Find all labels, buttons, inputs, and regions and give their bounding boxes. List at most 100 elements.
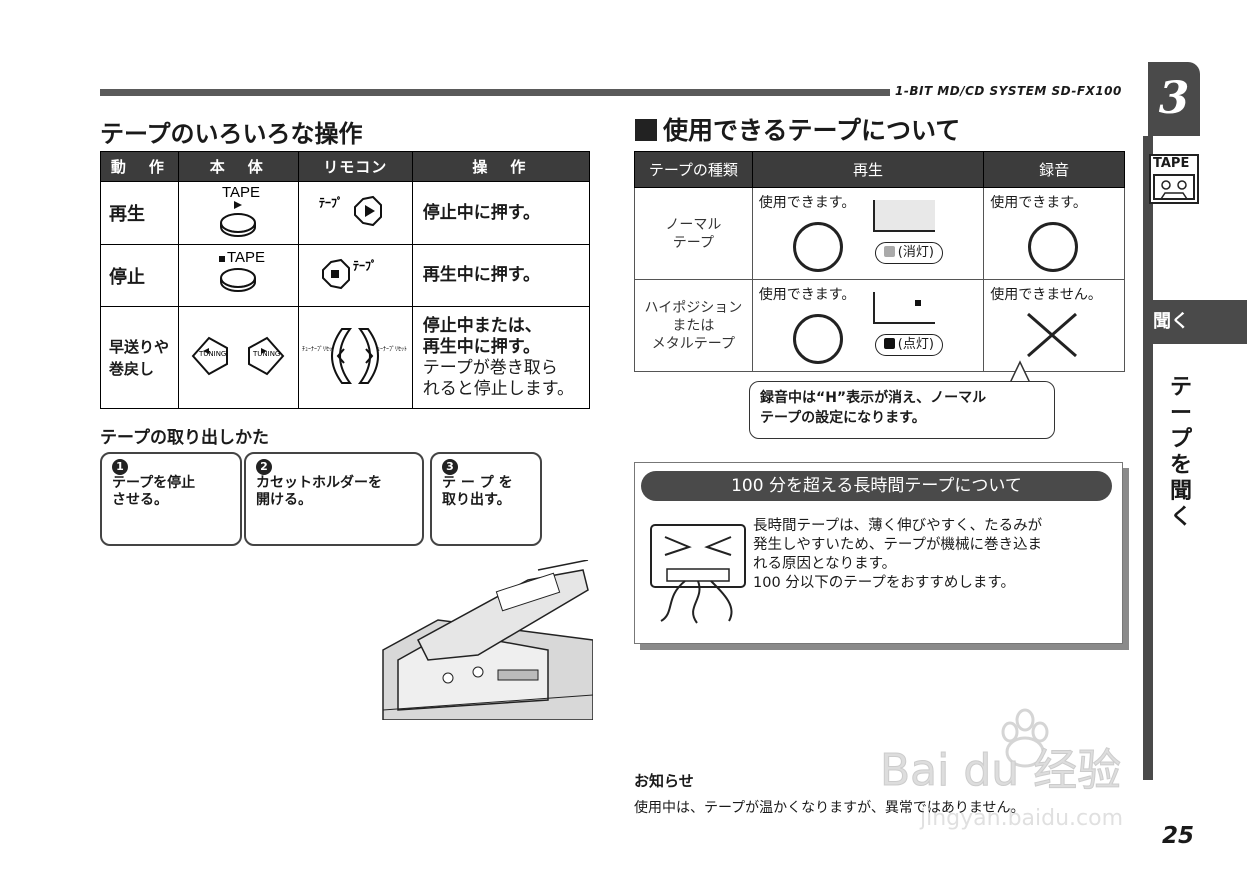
indicator-off-text: (消灯) bbox=[897, 245, 934, 260]
step-3-line-2: 取り出す。 bbox=[442, 492, 511, 508]
step-3: 3 テ ー プ を 取り出す。 bbox=[430, 452, 542, 546]
step-2-line-2: 開ける。 bbox=[256, 492, 312, 508]
normal-playback-text: 使用できます。 bbox=[758, 195, 856, 211]
tangled-cassette-icon bbox=[650, 524, 746, 624]
col-header-remote: リモコン bbox=[297, 151, 413, 182]
long-tape-line-4: 100 分以下のテープをおすすめします。 bbox=[753, 575, 1015, 591]
unit-stop-button: TAPE bbox=[177, 244, 299, 307]
long-tape-title: 100 分を超える長時間テープについて bbox=[641, 471, 1112, 501]
chapter-number: 3 bbox=[1148, 62, 1200, 136]
header-rule bbox=[100, 89, 890, 96]
preset-label-left: ﾁｭｰﾅｰﾌﾟﾘｾｯﾄ bbox=[302, 346, 335, 353]
cassette-icon bbox=[1153, 174, 1195, 200]
high-line-2: または bbox=[672, 317, 715, 334]
tape-stop-icon: TAPE bbox=[219, 249, 265, 292]
ffrew-label-2: 巻戻し bbox=[109, 359, 155, 378]
row-action-stop: 停止 bbox=[100, 244, 179, 307]
step-2: 2 カセットホルダーを 開ける。 bbox=[244, 452, 424, 546]
tape-types-table: テープの種類 再生 録音 ノーマル テープ 使用できます。 (消灯) 使用できま… bbox=[634, 151, 1125, 372]
long-tape-box: 100 分を超える長時間テープについて 長時間テープは、薄く伸びやすく、たるみが… bbox=[634, 462, 1123, 644]
title-square-icon bbox=[635, 119, 657, 141]
not-ok-cross-icon bbox=[1027, 312, 1078, 358]
remote-preset-buttons: ﾁｭｰﾅｰﾌﾟﾘｾｯﾄ ﾁｭｰﾅｰﾌﾟﾘｾｯﾄ bbox=[297, 306, 413, 409]
ok-circle-icon bbox=[792, 314, 843, 364]
high-line-3: メタルテープ bbox=[651, 335, 735, 352]
op-ffrew-3: テープが巻き取ら bbox=[422, 357, 558, 378]
high-playback-text: 使用できます。 bbox=[758, 287, 856, 303]
remote-play-label: ﾃｰﾌﾟ bbox=[319, 195, 343, 210]
tape-icon: TAPE bbox=[1149, 154, 1199, 206]
col-header-unit: 本 体 bbox=[177, 151, 299, 182]
vertical-char: ー bbox=[1169, 401, 1192, 426]
display-window bbox=[872, 292, 935, 324]
op-ffrew-4: れると停止します。 bbox=[422, 378, 575, 399]
sidebar-rule-bottom bbox=[1143, 344, 1153, 780]
notice-text: 使用中は、テープが温かくなりますが、異常ではありません。 bbox=[634, 800, 1025, 816]
tape-kind-normal: ノーマル テープ bbox=[634, 187, 753, 280]
section-tab-listen: 聞く bbox=[1143, 300, 1247, 344]
vertical-char: 聞 bbox=[1169, 479, 1192, 504]
long-tape-line-1: 長時間テープは、薄く伸びやすく、たるみが bbox=[753, 518, 1043, 534]
tape-play-icon: TAPE bbox=[220, 184, 260, 237]
row-action-ffrew: 早送りや 巻戻し bbox=[100, 306, 179, 409]
tape-play-label: TAPE bbox=[222, 184, 260, 201]
left-title: テープのいろいろな操作 bbox=[100, 120, 363, 148]
step-1-line-1: テープを停止 bbox=[112, 475, 196, 491]
callout-line-1: 録音中は“H”表示が消え、ノーマル bbox=[760, 390, 987, 406]
vertical-char: く bbox=[1169, 505, 1192, 530]
normal-playback-cell: 使用できます。 (消灯) bbox=[751, 187, 985, 280]
long-tape-line-3: れる原因となります。 bbox=[753, 556, 897, 572]
op-ffrew-2: 再生中に押す。 bbox=[422, 336, 541, 357]
cassette-holder-illustration bbox=[382, 560, 593, 720]
step-1-line-2: させる。 bbox=[112, 492, 168, 508]
tuning-buttons-icon: TUNING TUNING bbox=[191, 336, 285, 375]
remote-stop-button: ﾃｰﾌﾟ bbox=[297, 244, 413, 307]
normal-line-2: テープ bbox=[672, 234, 714, 251]
sidebar-rule-top bbox=[1143, 136, 1153, 300]
long-tape-line-2: 発生しやすいため、テープが機械に巻き込ま bbox=[753, 537, 1042, 553]
notice-heading: お知らせ bbox=[634, 772, 694, 790]
high-playback-cell: 使用できます。 (点灯) bbox=[751, 279, 985, 372]
right-title-text: 使用できるテープについて bbox=[663, 116, 961, 145]
tuning-label-right: TUNING bbox=[252, 350, 280, 358]
remote-stop-label: ﾃｰﾌﾟ bbox=[353, 258, 377, 273]
vertical-section-title: テ ー プ を 聞 く bbox=[1168, 375, 1194, 531]
high-record-text: 使用できません。 bbox=[990, 287, 1102, 303]
callout-line-2: テープの設定になります。 bbox=[760, 410, 926, 426]
step-1-number: 1 bbox=[112, 459, 128, 475]
normal-record-cell: 使用できます。 bbox=[983, 187, 1125, 280]
remote-play-button: ﾃｰﾌﾟ bbox=[297, 181, 413, 245]
op-play: 停止中に押す。 bbox=[411, 181, 591, 245]
high-line-1: ハイポジション bbox=[644, 299, 743, 316]
step-3-line-1: テ ー プ を bbox=[442, 475, 513, 491]
col-header-record: 録音 bbox=[983, 151, 1125, 188]
step-1: 1 テープを停止 させる。 bbox=[100, 452, 242, 546]
record-note-callout: 録音中は“H”表示が消え、ノーマル テープの設定になります。 bbox=[749, 381, 1055, 439]
row-action-play: 再生 bbox=[100, 181, 179, 245]
eject-subheading: テープの取り出しかた bbox=[100, 428, 269, 448]
col-header-tape-type: テープの種類 bbox=[634, 151, 753, 188]
vertical-char: プ bbox=[1169, 427, 1192, 452]
normal-line-1: ノーマル bbox=[665, 216, 722, 233]
operations-table: 動 作 本 体 リモコン 操 作 再生 TAPE ﾃｰﾌﾟ 停止中に押す。 停止 bbox=[100, 151, 591, 409]
high-record-cell: 使用できません。 bbox=[983, 279, 1125, 372]
op-ffrew: 停止中または、 再生中に押す。 テープが巻き取ら れると停止します。 bbox=[411, 306, 591, 409]
step-3-number: 3 bbox=[442, 459, 458, 475]
display-window bbox=[872, 200, 935, 232]
indicator-on-pill: (点灯) bbox=[874, 334, 943, 356]
step-2-number: 2 bbox=[256, 459, 272, 475]
col-header-action: 動 作 bbox=[100, 151, 179, 182]
ok-circle-icon bbox=[792, 222, 843, 272]
tuning-label-left: TUNING bbox=[198, 350, 226, 358]
watermark-brand: Bai du 经验 bbox=[880, 745, 1121, 796]
vertical-char: テ bbox=[1169, 375, 1192, 400]
ok-circle-icon bbox=[1028, 222, 1079, 272]
unit-play-button: TAPE bbox=[177, 181, 299, 245]
normal-record-text: 使用できます。 bbox=[990, 195, 1087, 211]
preset-label-right: ﾁｭｰﾅｰﾌﾟﾘｾｯﾄ bbox=[374, 346, 407, 353]
col-header-playback: 再生 bbox=[751, 151, 985, 188]
right-title: 使用できるテープについて bbox=[635, 111, 960, 147]
model-name: 1-BIT MD/CD SYSTEM SD-FX100 bbox=[895, 84, 1122, 98]
preset-buttons-icon: ﾁｭｰﾅｰﾌﾟﾘｾｯﾄ ﾁｭｰﾅｰﾌﾟﾘｾｯﾄ bbox=[302, 327, 407, 384]
baidu-watermark: Bai du 经验 jingyan.baidu.com bbox=[880, 708, 1123, 831]
